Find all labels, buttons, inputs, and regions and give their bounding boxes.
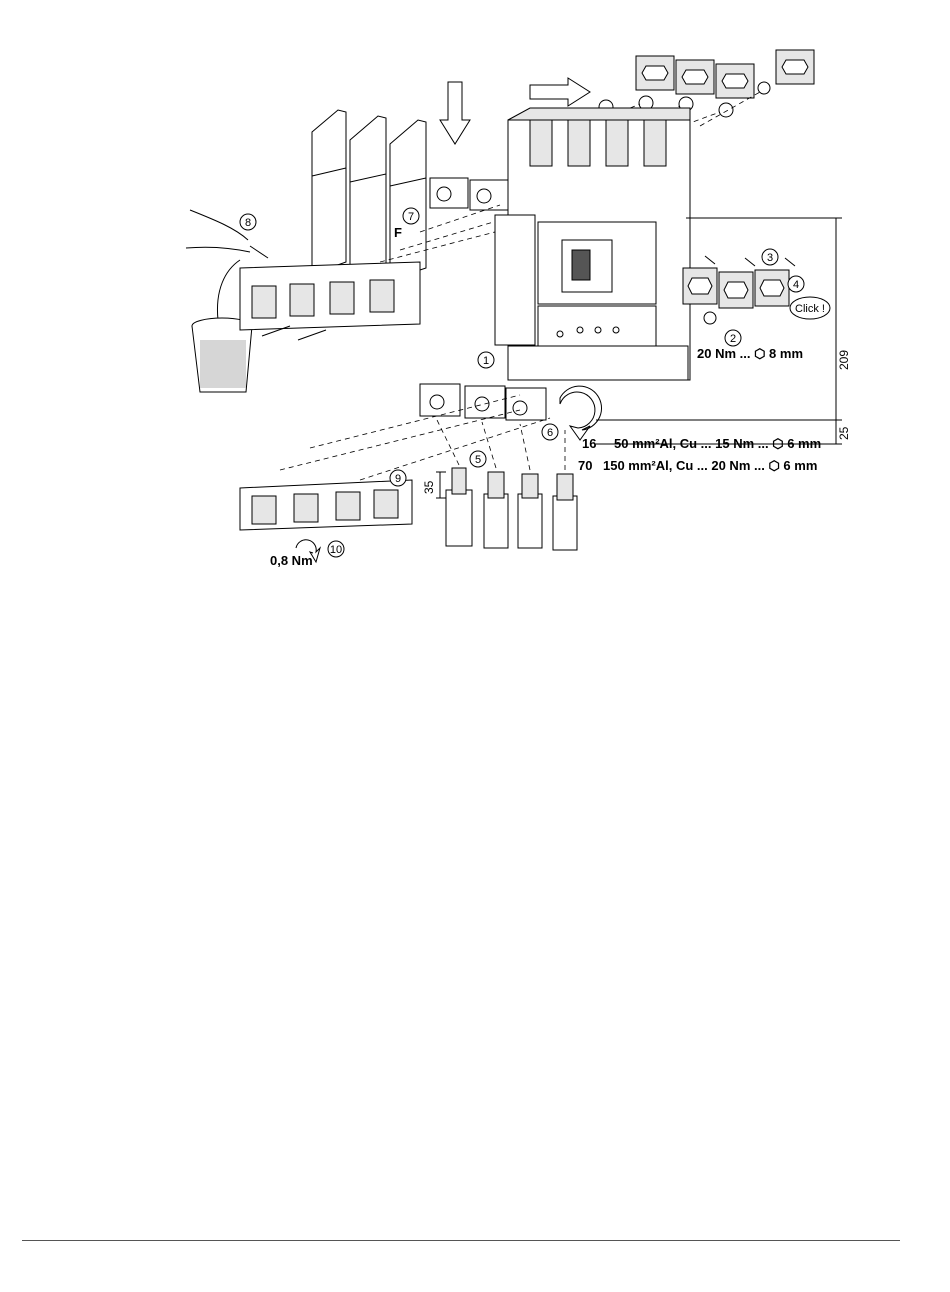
phase-barriers	[312, 110, 426, 278]
hex-key-icon: ⬡	[768, 458, 783, 473]
torque-upper-label: 20 Nm ... ⬡ 8 mm	[697, 346, 803, 361]
max-section-label: 70	[578, 458, 592, 473]
hex-key-icon: ⬡	[754, 346, 769, 361]
step-10: 10	[330, 544, 342, 556]
step-4: 4	[793, 279, 799, 291]
step-8: 8	[245, 217, 251, 229]
upper-terminal-cover	[240, 262, 420, 340]
hex-key-icon: ⬡	[772, 436, 787, 451]
step-1: 1	[483, 355, 489, 367]
down-arrow-icon	[440, 82, 470, 144]
min-section-label: 16	[582, 436, 596, 451]
terminal-installation-diagram: 1 2 3 4 5 6 7 8 9 10 Click ! F 20 Nm ...…	[0, 0, 950, 620]
cables	[437, 420, 577, 550]
step-7: 7	[408, 211, 414, 223]
step-2: 2	[730, 333, 736, 345]
step-5: 5	[475, 454, 481, 466]
step-9: 9	[395, 473, 401, 485]
force-label: F	[394, 225, 402, 240]
step-3: 3	[767, 252, 773, 264]
al-line-2: 150 mm²Al, Cu ... 20 Nm ... ⬡ 6 mm	[603, 458, 817, 473]
pliers-icon	[186, 210, 268, 258]
circuit-breaker	[495, 108, 690, 380]
footer-divider	[22, 1240, 900, 1241]
torque-cover-label: 0,8 Nm	[270, 553, 313, 568]
side-terminal-blocks	[683, 256, 795, 324]
click-label: Click !	[795, 303, 825, 315]
step-6: 6	[547, 427, 553, 439]
strip-length-label: 35	[422, 480, 436, 494]
dimension-25: 25	[837, 426, 851, 440]
al-line-1: 50 mm²Al, Cu ... 15 Nm ... ⬡ 6 mm	[614, 436, 821, 451]
dimension-209: 209	[837, 350, 851, 370]
lower-terminal-cover	[240, 480, 412, 562]
right-arrow-icon	[530, 78, 590, 106]
